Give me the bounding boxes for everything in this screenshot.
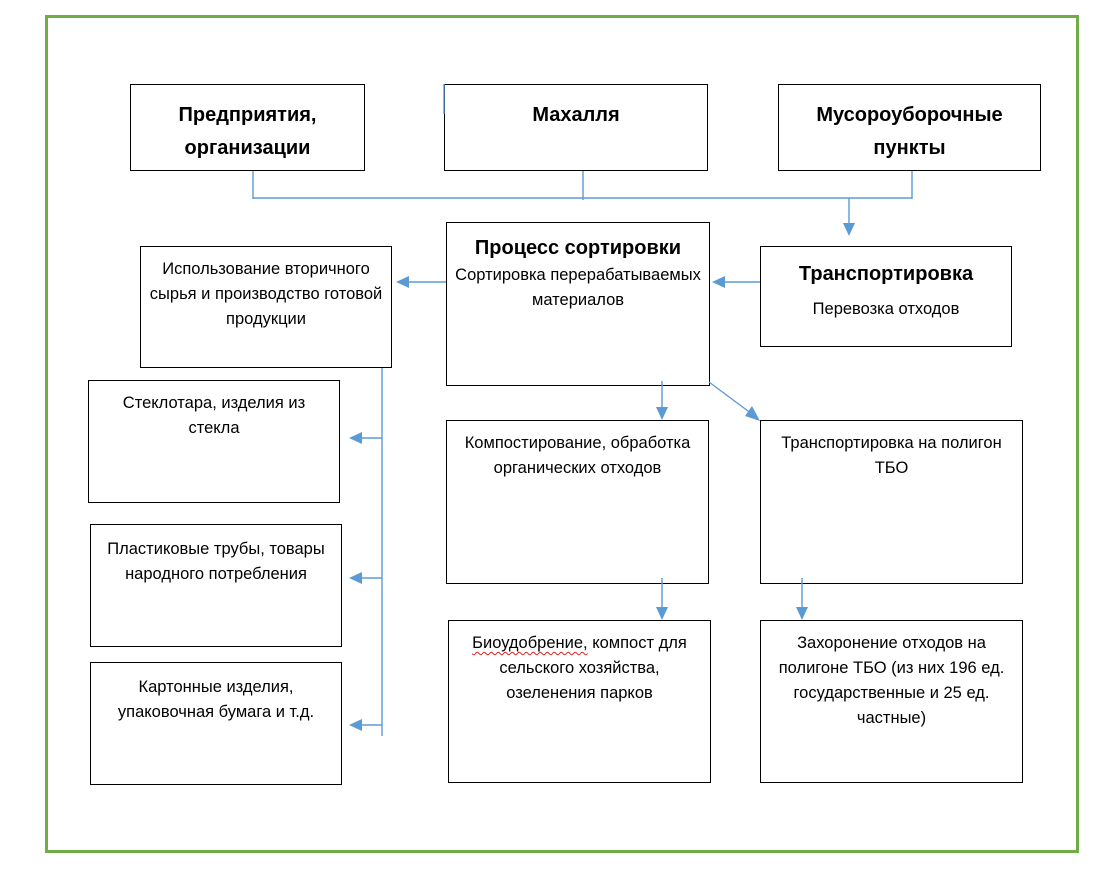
sorting-box: Процесс сортировки Сортировка перерабаты… [446, 222, 710, 386]
product-box-glass: Стеклотара, изделия из стекла [88, 380, 340, 503]
transport-subtitle: Перевозка отходов [812, 300, 960, 318]
transport-title: Транспортировка [798, 263, 974, 285]
landfill-burial-label: Захоронение отходов на полигоне ТБО (из … [778, 634, 1005, 727]
diagram-frame [45, 15, 1079, 853]
product-box-plastic: Пластиковые трубы, товары народного потр… [90, 524, 342, 647]
product-label-plastic: Пластиковые трубы, товары народного потр… [107, 540, 325, 583]
source-label-mahalla: Махалля [532, 104, 620, 126]
source-box-mahalla: Махалля [444, 84, 708, 171]
source-label-enterprises: Предприятия, организации [178, 104, 317, 159]
landfill-transport-label: Транспортировка на полигон ТБО [781, 434, 1002, 477]
sorting-subtitle: Сортировка перерабатываемых материалов [455, 266, 701, 309]
composting-label: Компостирование, обработка органических … [464, 434, 691, 477]
product-label-cardboard: Картонные изделия, упаковочная бумага и … [117, 678, 315, 721]
product-box-cardboard: Картонные изделия, упаковочная бумага и … [90, 662, 342, 785]
source-box-collection-points: Мусороуборочные пункты [778, 84, 1041, 171]
landfill-transport-box: Транспортировка на полигон ТБО [760, 420, 1023, 584]
sorting-title: Процесс сортировки [474, 237, 682, 259]
product-label-glass: Стеклотара, изделия из стекла [122, 394, 306, 437]
recycling-label: Использование вторичного сырья и произво… [149, 260, 383, 328]
source-label-collection-points: Мусороуборочные пункты [816, 104, 1003, 159]
source-box-enterprises: Предприятия, организации [130, 84, 365, 171]
composting-output-box: Биоудобрение, компост для сельского хозя… [448, 620, 711, 783]
transport-box: Транспортировка Перевозка отходов [760, 246, 1012, 347]
composting-output-label: компост для сельского хозяйства, озелене… [499, 634, 687, 702]
landfill-burial-box: Захоронение отходов на полигоне ТБО (из … [760, 620, 1023, 783]
composting-box: Компостирование, обработка органических … [446, 420, 709, 584]
recycling-box: Использование вторичного сырья и произво… [140, 246, 392, 368]
spellcheck-flagged-word: Биоудобрение, [472, 634, 588, 652]
